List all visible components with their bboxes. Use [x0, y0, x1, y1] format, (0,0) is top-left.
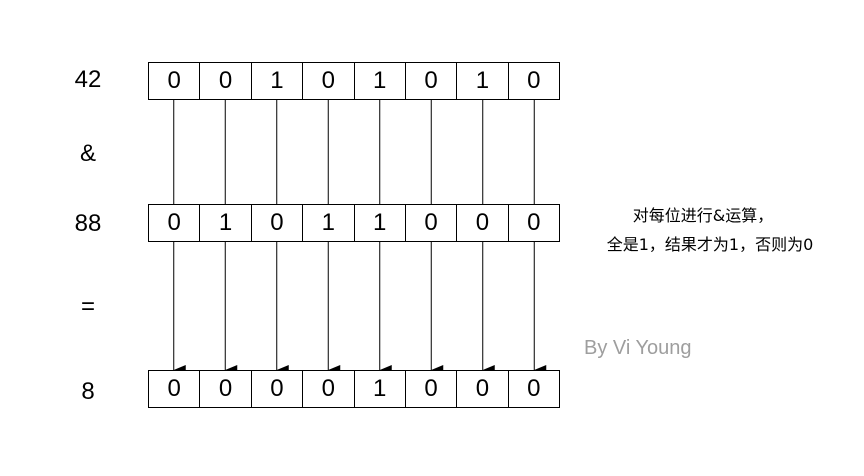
result-label: 8 — [81, 378, 95, 405]
operand-b-label: 88 — [74, 210, 102, 237]
explanation-note-line2: 全是1，结果才为1，否则为0 — [606, 235, 814, 254]
operand-b-bit: 0 — [406, 205, 458, 241]
operand-b-bit: 0 — [457, 205, 509, 241]
operand-b-bit: 1 — [355, 205, 406, 241]
operand-a-bit: 0 — [303, 63, 355, 99]
result-bit: 0 — [252, 371, 304, 407]
result-bit: 0 — [303, 371, 355, 407]
equals-symbol: = — [80, 293, 95, 320]
operand-b-bit-row: 0 1 0 1 1 0 0 0 — [148, 204, 560, 242]
result-bit-row: 0 0 0 0 1 0 0 0 — [148, 370, 560, 408]
author-credit: By Vi Young — [584, 337, 692, 359]
result-bit: 0 — [200, 371, 252, 407]
result-bit: 0 — [406, 371, 458, 407]
operand-a-bit-row: 0 0 1 0 1 0 1 0 — [148, 62, 560, 100]
operand-a-bit: 1 — [355, 63, 406, 99]
and-operator-symbol: & — [79, 140, 96, 167]
operand-a-bit: 0 — [406, 63, 458, 99]
operand-a-bit: 0 — [200, 63, 252, 99]
operand-b-bit: 0 — [149, 205, 201, 241]
operand-a-bit: 1 — [457, 63, 509, 99]
operand-b-bit: 0 — [252, 205, 304, 241]
operand-b-bit: 1 — [200, 205, 252, 241]
operand-a-bit: 0 — [527, 67, 541, 94]
explanation-note-line1: 对每位进行&运算， — [632, 206, 774, 225]
operand-b-bit: 1 — [303, 205, 355, 241]
result-bit: 0 — [457, 371, 509, 407]
operand-a-bit: 0 — [149, 63, 201, 99]
result-bit: 0 — [149, 371, 201, 407]
operand-a-bit: 1 — [252, 63, 304, 99]
operand-b-bit: 0 — [527, 209, 541, 236]
result-bit: 1 — [355, 371, 406, 407]
operand-a-label: 42 — [74, 66, 102, 93]
result-bit: 0 — [527, 375, 541, 402]
